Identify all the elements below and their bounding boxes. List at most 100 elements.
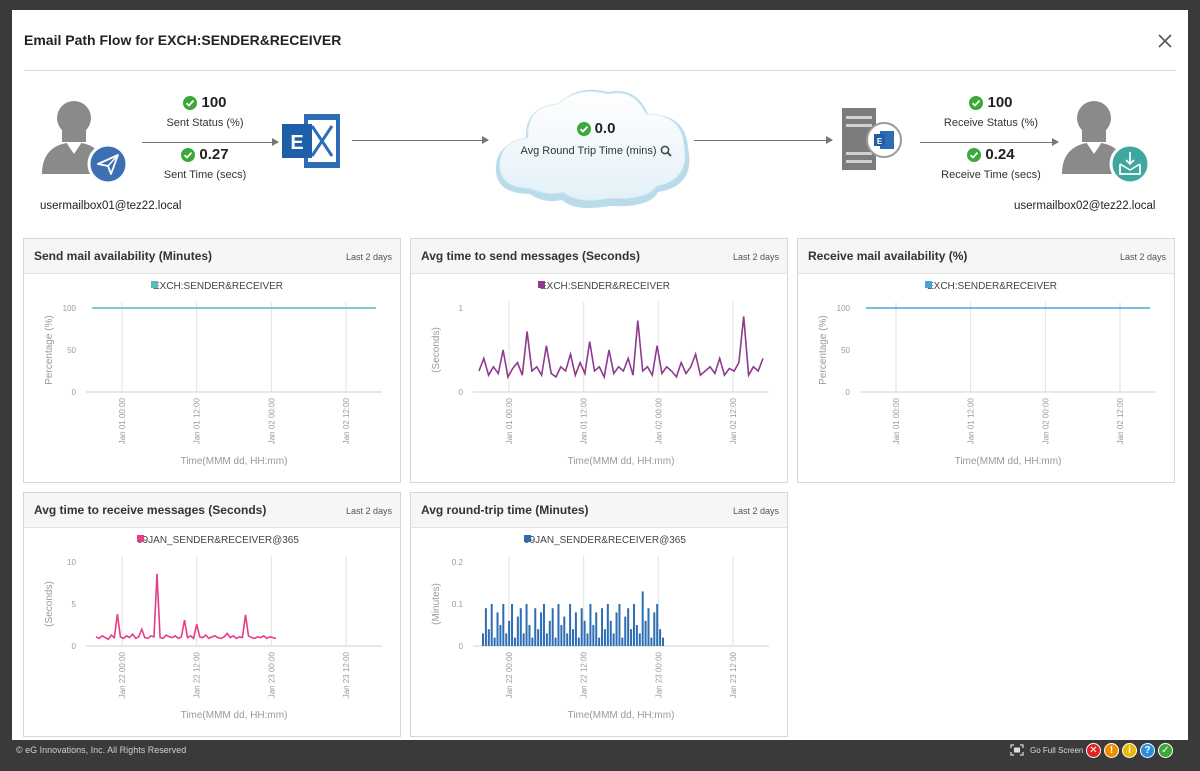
bar <box>627 608 630 646</box>
bar <box>511 604 514 646</box>
chart-legend: EXCH:SENDER&RECEIVER <box>151 281 283 292</box>
x-tick-label: Jan 02 12:00 <box>342 397 351 444</box>
unknown-alarm-icon[interactable]: ? <box>1140 743 1155 758</box>
y-tick-label: 0.2 <box>452 558 464 567</box>
bar <box>632 604 635 646</box>
panel-range[interactable]: Last 2 days <box>345 506 392 516</box>
sent-status-label: Sent Status (%) <box>166 116 244 129</box>
panel-range[interactable]: Last 2 days <box>1119 252 1166 262</box>
bar <box>496 612 499 646</box>
email-flow-diagram: usermailbox01@tez22.local 100 Sent Statu… <box>12 76 1188 226</box>
series-line <box>478 316 764 380</box>
bar <box>662 637 664 646</box>
y-tick-label: 10 <box>67 558 76 567</box>
bar <box>499 625 502 646</box>
panel-send-time: Avg time to send messages (Seconds) Last… <box>410 238 788 483</box>
panel-title: Avg round-trip time (Minutes) <box>421 503 589 517</box>
search-icon[interactable] <box>660 145 672 157</box>
receive-status-value: 100 <box>987 94 1013 111</box>
x-tick-label: Jan 02 12:00 <box>1116 397 1125 444</box>
bar <box>589 604 592 646</box>
major-alarm-icon[interactable]: ! <box>1104 743 1119 758</box>
y-axis-label: Percentage (%) <box>44 315 55 384</box>
modal-title: Email Path Flow for EXCH:SENDER&RECEIVER <box>24 32 342 48</box>
x-tick-label: Jan 01 12:00 <box>967 397 976 444</box>
fullscreen-label: Go Full Screen <box>1030 745 1084 755</box>
x-tick-label: Jan 01 12:00 <box>193 397 202 444</box>
x-tick-label: Jan 01 00:00 <box>505 397 514 444</box>
y-tick-label: 50 <box>67 346 76 355</box>
check-circle-icon <box>181 147 196 162</box>
close-icon[interactable] <box>1156 32 1174 50</box>
panel-header: Avg time to receive messages (Seconds) L… <box>24 493 400 528</box>
x-tick-label: Jan 22 00:00 <box>118 651 127 698</box>
y-tick-label: 50 <box>841 346 850 355</box>
panel-range[interactable]: Last 2 days <box>732 252 779 262</box>
y-axis-label: (Seconds) <box>431 327 442 373</box>
arrow-server-to-receiver <box>920 138 1059 146</box>
exchange-server-icon: E <box>282 114 340 168</box>
critical-alarm-icon[interactable]: ✕ <box>1086 743 1101 758</box>
receiver-email: usermailbox02@tez22.local <box>1014 200 1156 212</box>
legend-swatch <box>151 281 158 288</box>
cloud-icon <box>495 89 690 208</box>
bar <box>624 616 627 646</box>
bar <box>580 608 583 646</box>
go-full-screen-button[interactable]: Go Full Screen <box>1010 744 1083 756</box>
panel-receive-time: Avg time to receive messages (Seconds) L… <box>23 492 401 737</box>
bar <box>572 629 574 646</box>
chart-receive-availability: EXCH:SENDER&RECEIVER Jan 01 00:00 Jan 01 1… <box>818 281 1156 467</box>
x-tick-label: Jan 23 00:00 <box>654 651 663 698</box>
bar <box>519 608 522 646</box>
minor-alarm-icon[interactable]: i <box>1122 743 1137 758</box>
bar <box>603 629 606 646</box>
normal-alarm-icon[interactable]: ✓ <box>1158 743 1173 758</box>
bar <box>563 616 566 646</box>
panel-range[interactable]: Last 2 days <box>732 506 779 516</box>
y-tick-label: 0 <box>72 642 77 651</box>
check-circle-icon <box>576 121 591 136</box>
legend-label: 09JAN_SENDER&RECEIVER@365 <box>137 535 299 546</box>
y-tick-label: 100 <box>837 304 851 313</box>
y-tick-label: 0 <box>846 388 851 397</box>
y-tick-label: 0 <box>459 388 464 397</box>
check-circle-icon <box>967 147 982 162</box>
y-axis-label: Percentage (%) <box>818 315 829 384</box>
chart-legend: 09JAN_SENDER&RECEIVER@365 <box>524 535 686 546</box>
bar <box>542 604 545 646</box>
x-axis-label: Time(MMM dd, HH:mm) <box>181 710 288 721</box>
panel-range[interactable]: Last 2 days <box>345 252 392 262</box>
round-trip-value: 0.0 <box>594 120 616 137</box>
x-axis-label: Time(MMM dd, HH:mm) <box>181 456 288 467</box>
receive-time-metric: 0.24 Receive Time (secs) <box>916 146 1066 181</box>
x-axis-label: Time(MMM dd, HH:mm) <box>568 456 675 467</box>
chart-legend: EXCH:SENDER&RECEIVER <box>925 281 1057 292</box>
bar <box>551 608 554 646</box>
svg-text:E: E <box>290 132 303 154</box>
bar <box>635 625 638 646</box>
panel-round-trip: Avg round-trip time (Minutes) Last 2 day… <box>410 492 788 737</box>
x-tick-label: Jan 01 00:00 <box>892 397 901 444</box>
x-tick-label: Jan 22 00:00 <box>505 651 514 698</box>
y-tick-label: 100 <box>63 304 77 313</box>
bar <box>487 629 490 646</box>
bar <box>598 637 601 646</box>
panel-header: Send mail availability (Minutes) Last 2 … <box>24 239 400 274</box>
bar <box>566 633 569 646</box>
sender-user-icon <box>42 101 129 185</box>
fullscreen-icon <box>1010 744 1024 756</box>
panel-header: Avg round-trip time (Minutes) Last 2 day… <box>411 493 787 528</box>
receive-status-metric: 100 Receive Status (%) <box>916 94 1066 129</box>
chart-legend: 09JAN_SENDER&RECEIVER@365 <box>137 535 299 546</box>
bar <box>583 620 586 646</box>
bar <box>522 633 525 646</box>
bar <box>528 625 531 646</box>
legend-swatch <box>538 281 545 288</box>
svg-text:E: E <box>877 137 883 146</box>
bar <box>525 604 528 646</box>
bar <box>653 612 656 646</box>
panel-title: Receive mail availability (%) <box>808 249 968 263</box>
